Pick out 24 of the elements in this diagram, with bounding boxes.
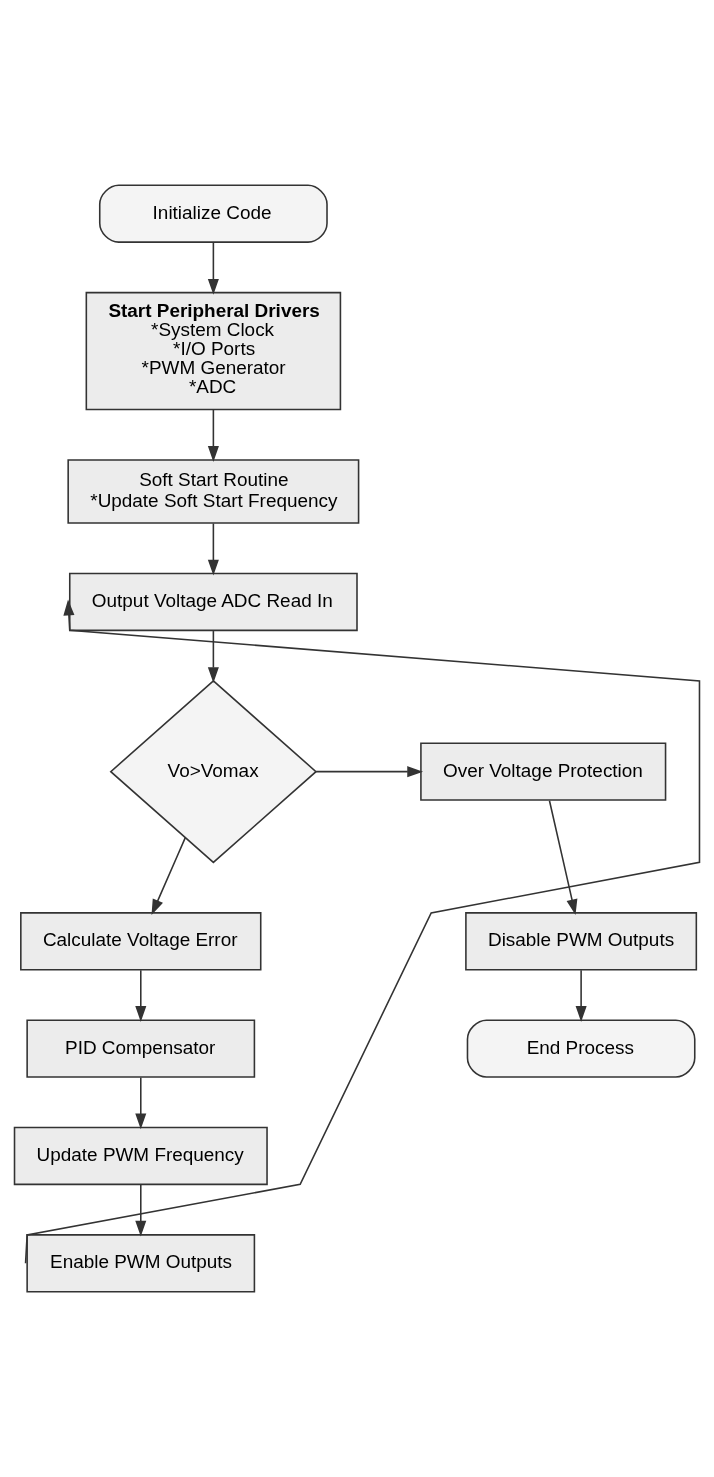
arrow [135,969,147,1022]
arrow [315,766,424,778]
node-box: Soft Start Routine *Update Soft Start Frequency [67,459,360,524]
node-box: Calculate Voltage Error [20,912,262,971]
node-box: End Process [466,1019,696,1078]
node-box: Start Peripheral Drivers *System Clock *I/O Ports *PWM Generator *ADC [85,291,342,411]
arrow [135,1184,147,1237]
node-box: PID Compensator [26,1019,256,1078]
node-diamond: Vo>Vomax [109,679,318,864]
arrow [207,630,219,684]
node-box: Enable PWM Outputs [26,1234,256,1293]
node-box: Initialize Code [98,184,328,243]
arrow [151,836,187,916]
node-box: Over Voltage Protection [420,742,667,801]
arrow [207,408,219,462]
node-box: Update PWM Frequency [13,1126,268,1186]
arrow [135,1076,147,1130]
node-box: Output Voltage ADC Read In [68,572,358,632]
node-box: Disable PWM Outputs [465,912,698,971]
arrow [24,599,701,1265]
arrow [548,799,578,916]
arrow [207,241,219,295]
arrow [207,522,219,576]
arrow [575,969,587,1022]
